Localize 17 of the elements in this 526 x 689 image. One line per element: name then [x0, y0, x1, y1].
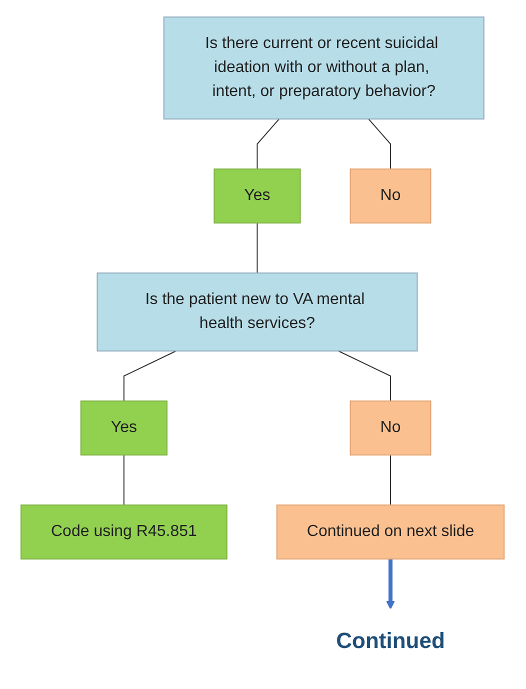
connector [368, 118, 392, 170]
node-box: Yes [80, 400, 168, 456]
connector [338, 350, 392, 402]
node-box: No [350, 400, 432, 456]
connector [124, 454, 125, 506]
connector [390, 454, 392, 506]
node-box: No [350, 168, 432, 224]
arrow [386, 559, 396, 610]
node-box: Code using R45.851 [20, 504, 228, 560]
node-text: Continued [336, 628, 446, 653]
connector [257, 118, 280, 170]
node-box: Yes [214, 168, 302, 224]
node-box: Continued on next slide [276, 504, 506, 560]
connector [257, 222, 258, 274]
node-box: Is there current or recent suicidal ideation with or without a plan, intent, or preparatory behavior? [164, 16, 485, 120]
connector [124, 350, 177, 402]
node-box: Is the patient new to VA mental health services? [97, 272, 418, 352]
